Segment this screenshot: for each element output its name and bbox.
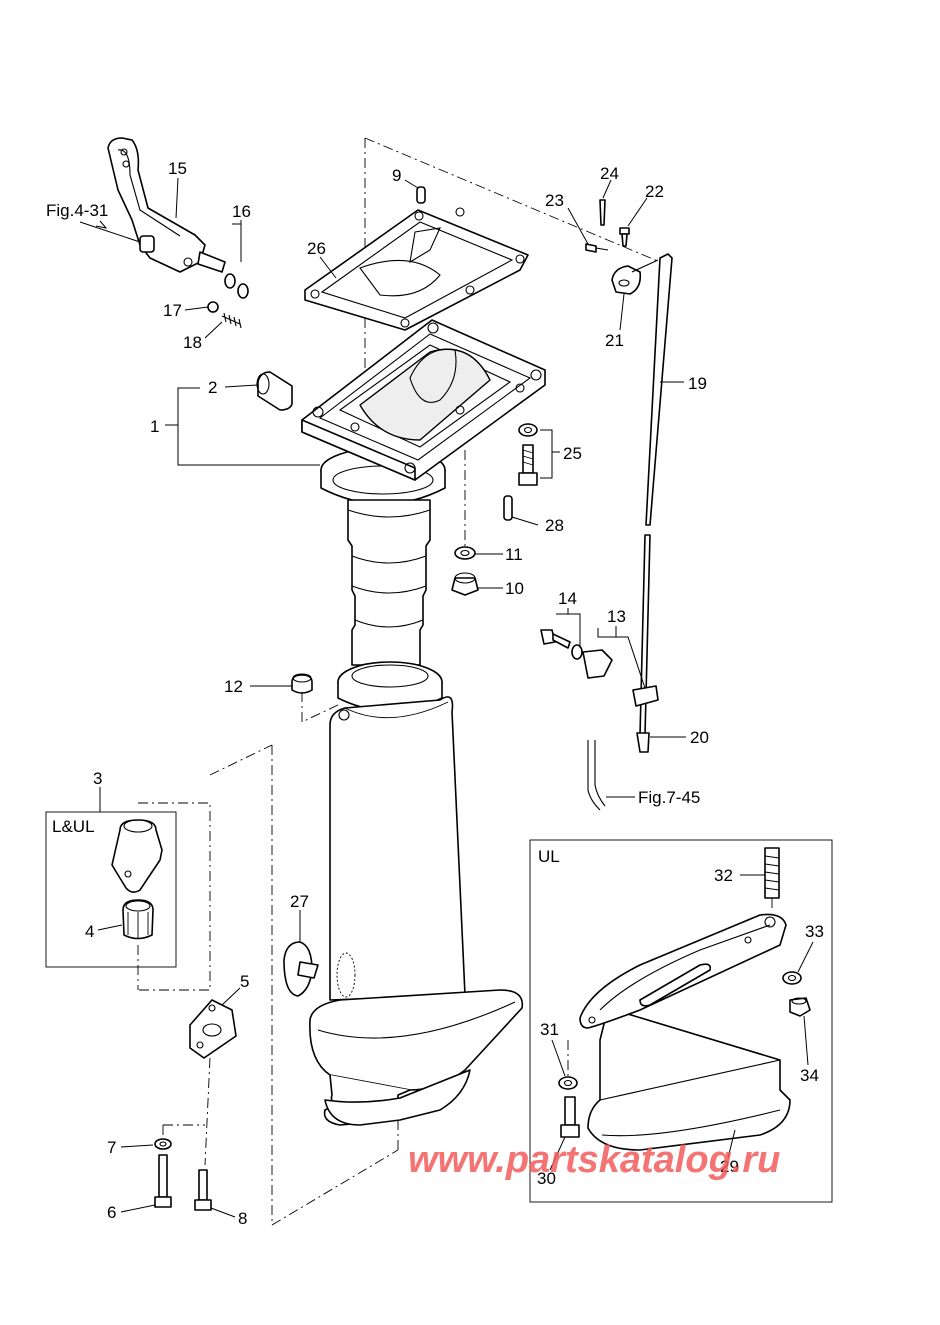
bolt-30 (560, 1096, 580, 1138)
callout-1: 1 (150, 417, 159, 436)
dowel-pin-28 (503, 495, 513, 521)
stud-32 (764, 847, 780, 899)
callout-26: 26 (307, 239, 326, 258)
callout-29: 29 (720, 1157, 739, 1176)
callout-4: 4 (85, 922, 94, 941)
washer-25 (518, 423, 538, 437)
callout-3: 3 (93, 769, 102, 788)
extension-29 (579, 913, 791, 1151)
callout-18: 18 (183, 333, 202, 352)
callout-labels: 1 2 3 4 5 6 7 8 9 10 11 12 13 14 15 16 1… (46, 159, 824, 1228)
callout-33: 33 (805, 922, 824, 941)
callout-7: 7 (107, 1138, 116, 1157)
callout-28: 28 (545, 516, 564, 535)
o-rings-16 (224, 273, 249, 299)
upper-mount-plate (301, 319, 546, 481)
callout-12: 12 (224, 677, 243, 696)
callout-11: 11 (505, 545, 523, 564)
bolt-8 (194, 1169, 212, 1211)
lever-21 (611, 259, 659, 295)
gasket-26 (304, 207, 529, 331)
callout-21: 21 (605, 331, 624, 350)
ball-17 (207, 301, 219, 313)
bracket-5 (189, 999, 237, 1059)
washer-14 (571, 644, 583, 660)
shift-rod-19 (639, 253, 673, 736)
leader-lines (79, 177, 814, 1218)
callout-27: 27 (290, 892, 309, 911)
box-label-ul: UL (538, 847, 560, 866)
callout-5: 5 (240, 972, 249, 991)
grommet-12 (291, 673, 313, 694)
washer-33 (782, 971, 802, 985)
drive-shaft-housing (309, 447, 524, 1126)
callout-14: 14 (558, 589, 577, 608)
callout-30: 30 (537, 1169, 556, 1188)
callout-16: 16 (232, 202, 251, 221)
assembly-guide-lines (271, 137, 661, 1226)
guide-lines-left (137, 744, 273, 1166)
washer-7 (154, 1138, 172, 1150)
bolt-6 (154, 1154, 172, 1208)
pin-23 (585, 243, 609, 253)
callout-6: 6 (107, 1203, 116, 1222)
guide-lines-ul (567, 898, 773, 1076)
linkage-rod-lower (587, 740, 606, 811)
spring-18 (221, 312, 242, 329)
seal-4 (122, 899, 154, 940)
bolt-14 (540, 629, 571, 649)
callout-32: 32 (714, 866, 733, 885)
watermark-text: www.partskatalog.ru (408, 1139, 780, 1181)
callout-9: 9 (392, 166, 401, 185)
box-l-ul (45, 811, 177, 968)
callout-24: 24 (600, 164, 619, 183)
callout-34: 34 (800, 1066, 819, 1085)
clamp-13 (582, 649, 659, 707)
callout-25: 25 (563, 444, 582, 463)
water-pipe-3 (111, 819, 163, 893)
box-label-l-ul: L&UL (52, 817, 95, 836)
callout-17: 17 (163, 301, 182, 320)
callout-13: 13 (607, 607, 626, 626)
callout-10: 10 (505, 579, 524, 598)
grommet-27 (283, 941, 319, 997)
callout-2: 2 (208, 378, 217, 397)
fig-ref-linkage: Fig.7-45 (638, 788, 700, 807)
washer-11 (454, 546, 476, 560)
cotter-pin-24 (599, 199, 606, 226)
fig-ref-tiller: Fig.4-31 (46, 201, 108, 220)
screw-22 (619, 227, 630, 247)
callout-20: 20 (690, 728, 709, 747)
box-ul (529, 839, 833, 1203)
tiller-bracket-15 (107, 137, 226, 273)
dowel-pin-9 (416, 186, 426, 204)
nut-34 (789, 997, 811, 1017)
callout-23: 23 (545, 191, 564, 210)
nut-10 (451, 572, 479, 596)
callout-22: 22 (645, 182, 664, 201)
rod-end-20 (636, 732, 650, 753)
callout-19: 19 (688, 374, 707, 393)
bolt-25 (518, 444, 538, 486)
bushing-2 (256, 371, 293, 411)
callout-8: 8 (238, 1209, 247, 1228)
callout-31: 31 (540, 1020, 559, 1039)
callout-15: 15 (168, 159, 187, 178)
washer-31 (558, 1076, 578, 1090)
